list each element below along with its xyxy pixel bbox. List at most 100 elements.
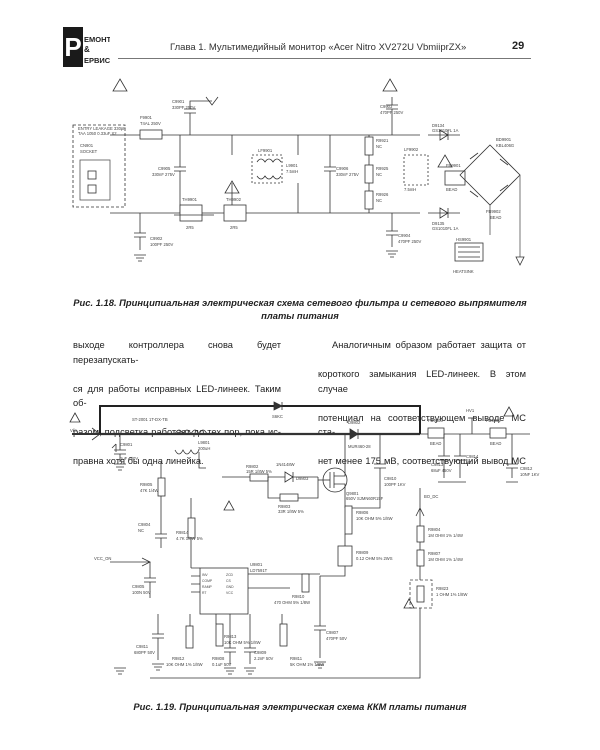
label-bd-val: KBL406G <box>496 143 514 148</box>
label-nc3: NC <box>376 198 382 203</box>
label-hv1: HV1 <box>466 408 475 413</box>
publisher-logo: P ЕМОНТ & ЕРВИС <box>63 27 110 67</box>
thermistor-th9902 <box>223 204 247 222</box>
diode-d9802 <box>349 428 359 440</box>
label-c9804-nc: NC <box>138 528 144 533</box>
label-d9135: D9135 <box>432 221 445 226</box>
label-r9803: R9803 <box>278 504 291 509</box>
label-leak2: TAA 1050 0.33uF X2 <box>78 131 117 136</box>
resistor-r9823 <box>416 585 425 603</box>
label-u9801-val: LD7591T <box>250 568 268 573</box>
label-hs9901: HS9901 <box>456 237 472 242</box>
label-c9801: C9801 <box>120 442 133 447</box>
page-number: 29 <box>512 40 525 52</box>
ic-pin-label: VCC <box>226 591 234 595</box>
label-c9805-val: 100N 50V <box>132 590 151 595</box>
socket-symbol <box>79 159 111 201</box>
label-bead2: BEAD <box>490 441 501 446</box>
logo-amp: & <box>84 45 90 54</box>
label-r9804: R9804 <box>428 527 441 532</box>
label-nc2: NC <box>376 172 382 177</box>
resistor-r9823-frame <box>409 579 433 609</box>
logo-line2: ЕРВИС <box>84 56 110 65</box>
label-r9806: R9806 <box>356 510 369 515</box>
bead-fb9802 <box>489 427 507 439</box>
resistor-r9806 <box>344 505 353 535</box>
label-r9807-val: 1M OHM 1% 1/4W <box>428 557 463 562</box>
label-fb9901: FB9901 <box>446 163 461 168</box>
label-q9801: Q9801 <box>346 491 359 496</box>
label-r9808: R9808 <box>212 656 225 661</box>
ic-pin-label: ZCD <box>226 573 234 577</box>
label-c9805: C9805 <box>132 584 145 589</box>
text-left-line: разом, подсветка работает до тех пор, по… <box>73 427 281 437</box>
text-right-line: нет менее 175 мВ, соответствующий вывод … <box>318 456 526 466</box>
label-fb9902: FB9902 <box>486 209 501 214</box>
label-r9802: R9802 <box>246 464 259 469</box>
label-r9921: R9921 <box>376 138 389 143</box>
label-r9807: R9807 <box>428 551 441 556</box>
label-bd9901: BD9901 <box>496 137 512 142</box>
resistor-r9813 <box>215 623 224 647</box>
cap-c9814 <box>454 434 466 478</box>
resistor-r9803 <box>279 493 299 502</box>
label-f9901: F9901 <box>140 115 153 120</box>
label-s6kc: S6KC <box>272 414 283 419</box>
cap-c9811 <box>152 614 164 660</box>
label-f9901-val: T4AL 250V <box>140 121 161 126</box>
warning-icon <box>69 406 515 609</box>
diode-d9135 <box>428 207 460 219</box>
resistor-r9814 <box>187 517 196 539</box>
label-r9926: R9926 <box>376 192 389 197</box>
text-left-line: правна хотя бы одна линейка. <box>73 456 204 466</box>
label-r9810: R9810 <box>292 594 305 599</box>
label-bead: BEAD <box>446 187 457 192</box>
label-r9812-val: 10K OHM 1% 1/8W <box>166 662 203 667</box>
bypass-rail <box>99 405 421 434</box>
label-l9801-val: 200uH <box>198 446 210 451</box>
label-u9801: U9801 <box>250 562 263 567</box>
connector-frame <box>72 124 126 208</box>
schematic-pfc-labels: Vlin ST-2001 1T-DX-TB C9801 1uF 450V L98… <box>70 408 540 667</box>
label-d9802: D9802 <box>348 420 361 425</box>
label-c9906-val: 330nF 275V <box>336 172 359 177</box>
fuse-f9901 <box>139 129 163 140</box>
label-c9810: C9810 <box>384 476 397 481</box>
text-right-line: потенциал на соответствующем выводе МС с… <box>318 412 526 438</box>
label-c9904: C9904 <box>398 233 411 238</box>
socket-pin-top <box>87 170 97 180</box>
label-c9813-val: 68uF 450V <box>431 468 452 473</box>
caption-line2: платы питания <box>261 310 339 321</box>
label-r9809: R9809 <box>356 550 369 555</box>
label-l9801: L9801 <box>198 440 210 445</box>
label-c9906: C9906 <box>336 166 349 171</box>
label-d9803-p: 1N4148W <box>276 462 295 467</box>
ic-pin-label: RT <box>202 591 206 595</box>
label-bead2: BEAD <box>490 215 501 220</box>
resistor-r9811 <box>279 623 288 647</box>
mosfet-q9801 <box>318 434 348 508</box>
text-right-line: Аналогичным образом работает защита от <box>332 340 526 350</box>
cap-c9812 <box>506 434 518 478</box>
diode-s6kc <box>273 401 283 411</box>
label-cn901: CN901 <box>80 143 94 148</box>
label-c9901-val: 330PF 250V <box>172 105 195 110</box>
cap-c9808 <box>224 634 236 664</box>
label-vlin: Vlin <box>70 428 78 433</box>
cap-c9805 <box>144 562 156 598</box>
label-d9803: D9803 <box>296 476 309 481</box>
cap-c9905 <box>174 135 186 213</box>
label-r9802-val: 15R 1/8W 5% <box>246 469 272 474</box>
label-t1: ST-2001 1T-DX-TB <box>132 417 168 422</box>
label-bead1: BEAD <box>430 441 441 446</box>
page-header: P ЕМОНТ & ЕРВИС Глава 1. Мультимедийный … <box>0 0 600 70</box>
inductor-l9801 <box>174 429 208 435</box>
label-r9814: R9814 <box>176 530 189 535</box>
label-c9811: C9811 <box>136 644 149 649</box>
label-c9901: C9901 <box>172 99 185 104</box>
label-d9135-val: GS1010FL 1A <box>432 226 459 231</box>
label-r9823-val: 1 OHM 1% 1/8W <box>436 592 467 597</box>
label-r9804-val: 1M OHM 1% 1/4W <box>428 533 463 538</box>
label-c9811-val: 680PF 50V <box>134 650 155 655</box>
text-left-line: ся для работы исправных LED-линеек. Таки… <box>73 383 281 409</box>
